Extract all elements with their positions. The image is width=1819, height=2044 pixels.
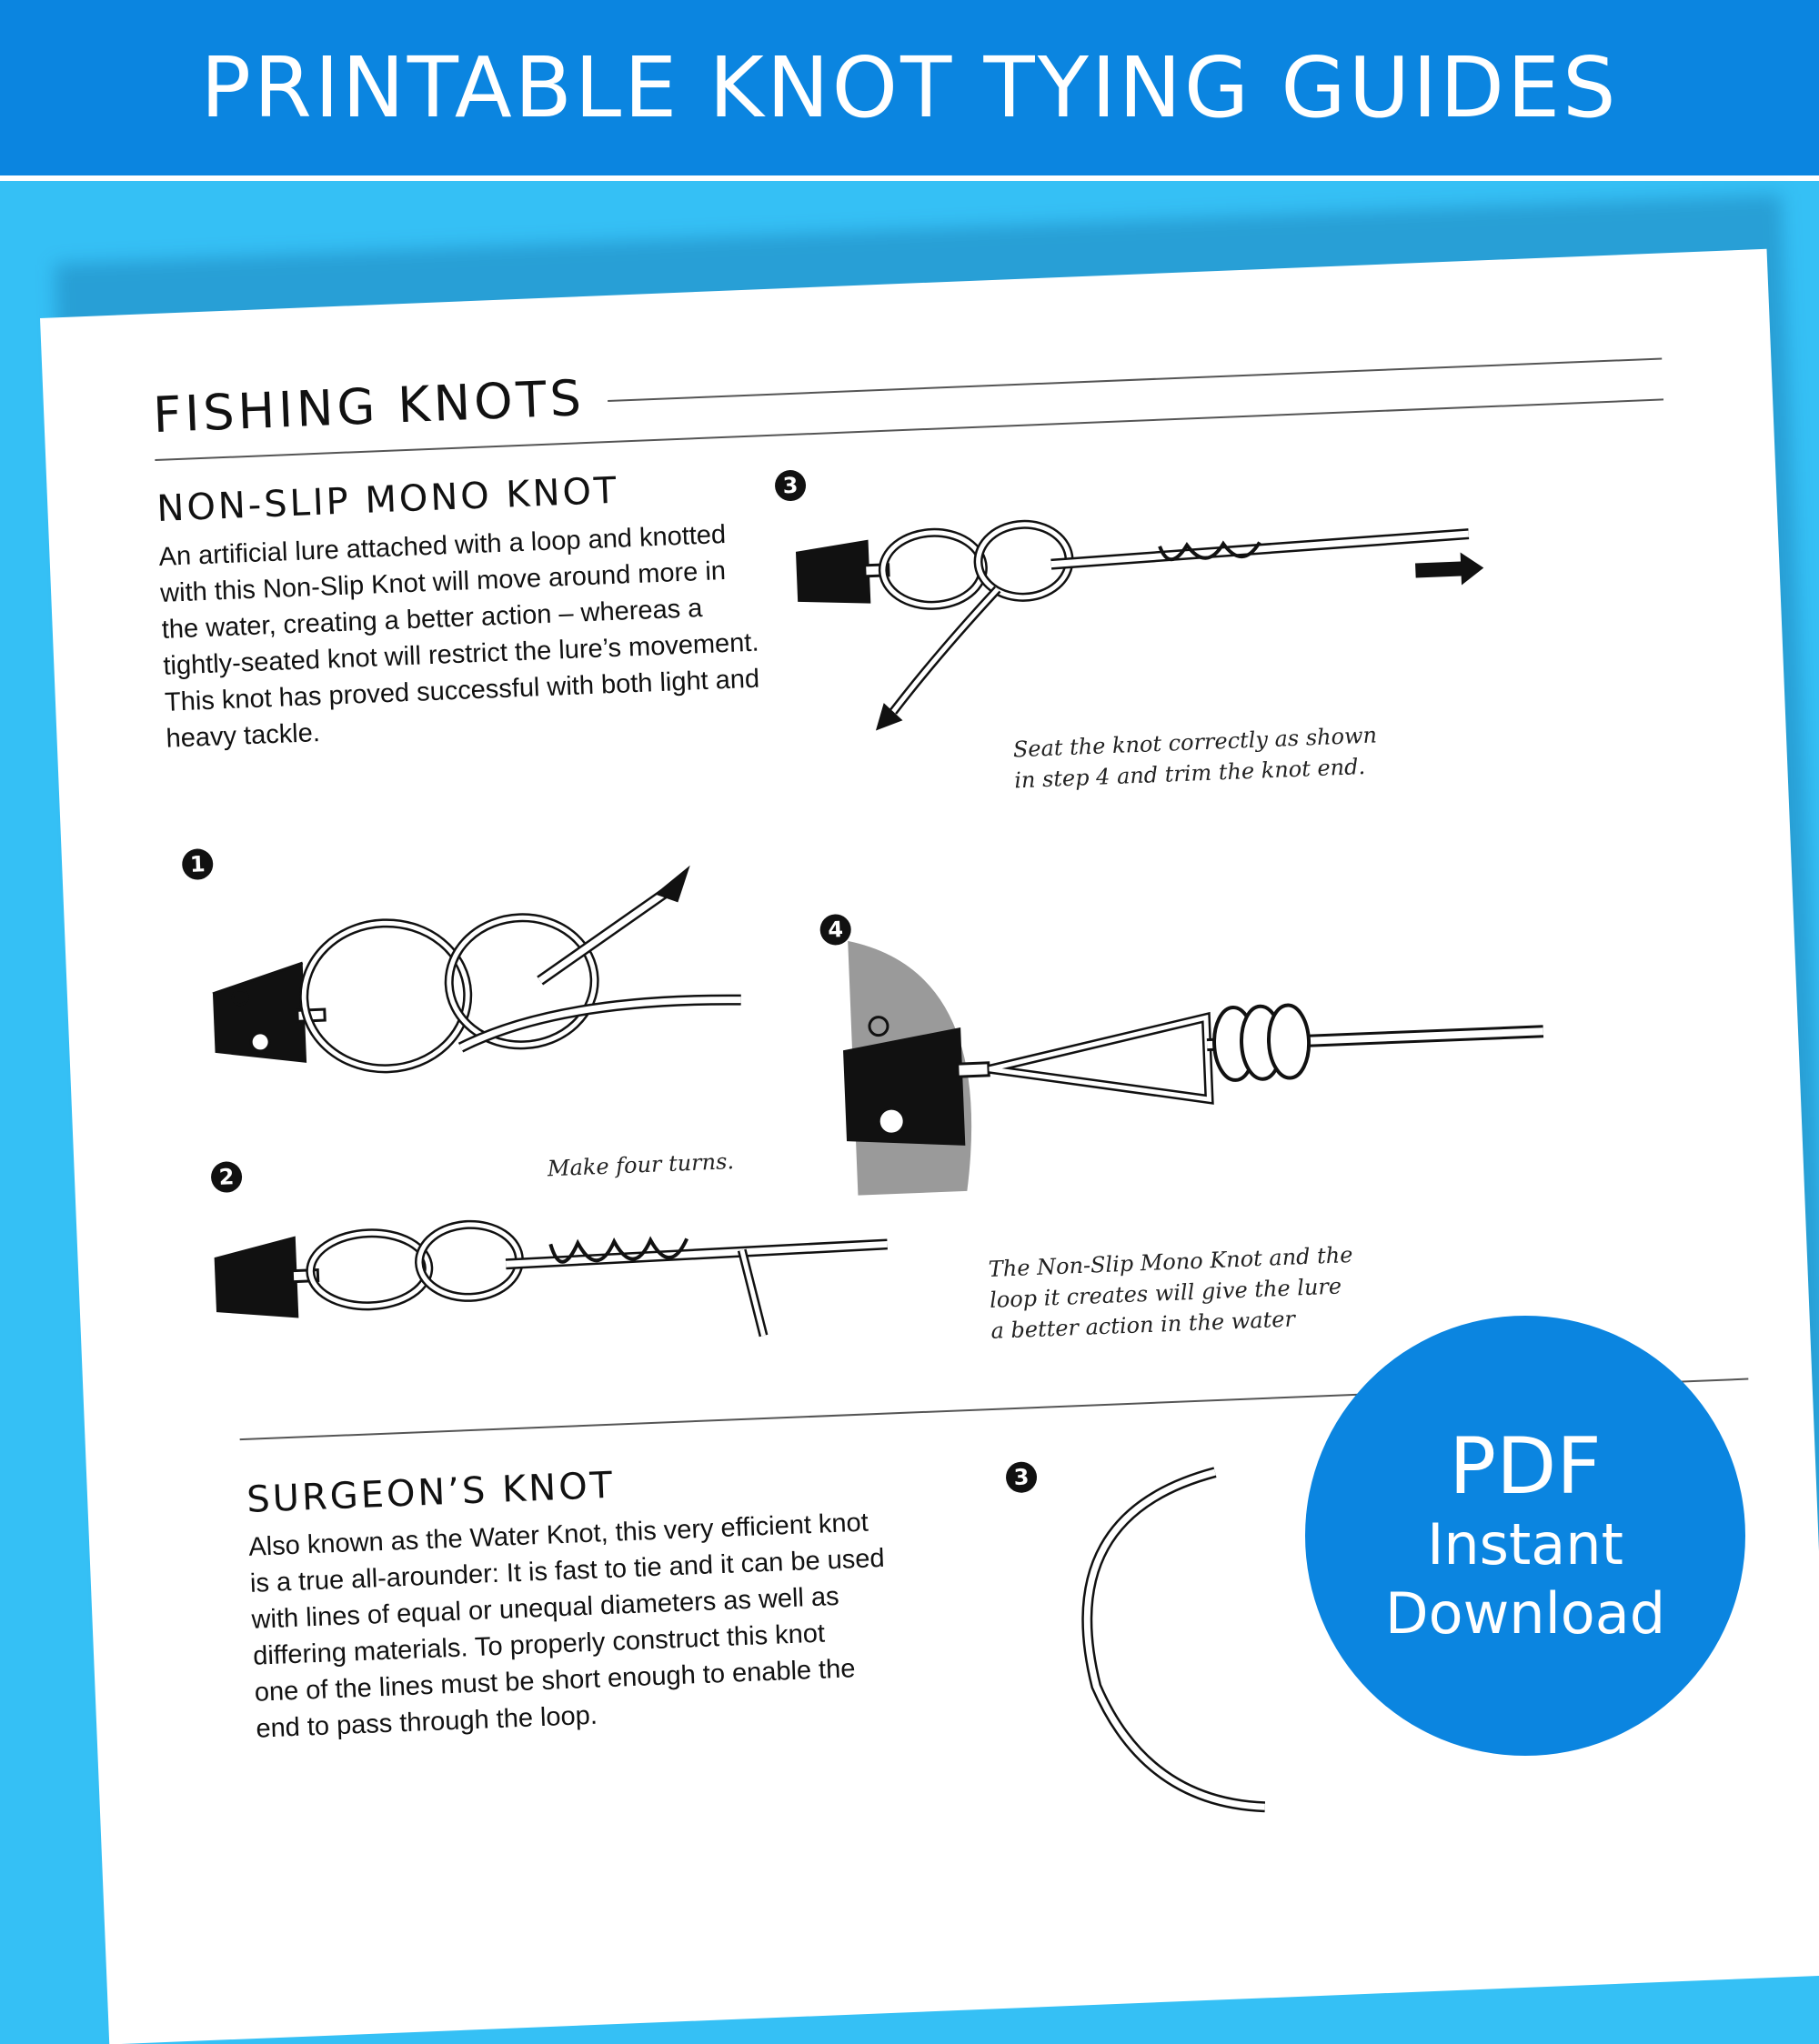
pdf-download-badge[interactable]: PDF Instant Download [1305, 1316, 1745, 1756]
banner-divider [0, 175, 1819, 181]
badge-download-text: Download [1384, 1580, 1666, 1647]
banner-title: PRINTABLE KNOT TYING GUIDES [200, 39, 1619, 136]
guide-sheet: FISHING KNOTS NON-SLIP MONO KNOT An arti… [40, 248, 1819, 2044]
knot2-title: SURGEON’S KNOT [246, 1464, 616, 1521]
badge-instant-text: Instant [1427, 1511, 1623, 1578]
header-banner: PRINTABLE KNOT TYING GUIDES [0, 0, 1819, 175]
step-4-caption: The Non-Slip Mono Knot and the loop it c… [988, 1239, 1356, 1347]
step-2-illustration [214, 1219, 888, 1338]
knot1-title: NON-SLIP MONO KNOT [156, 469, 620, 530]
surgeon-step-3-illustration [1081, 1467, 1266, 1813]
badge-pdf-text: PDF [1449, 1421, 1602, 1512]
step-3-illustration [795, 519, 1484, 731]
section-title-rule-right [608, 357, 1663, 403]
section-title: FISHING KNOTS [152, 369, 587, 445]
step-4-illustration [843, 940, 1544, 1196]
knot1-description: An artificial lure attached with a loop … [158, 511, 876, 757]
step-3-caption: Seat the knot correctly as shown in step… [1012, 719, 1379, 796]
knot2-description: Also known as the Water Knot, this very … [248, 1499, 1002, 1748]
step-1-illustration [212, 865, 741, 1074]
